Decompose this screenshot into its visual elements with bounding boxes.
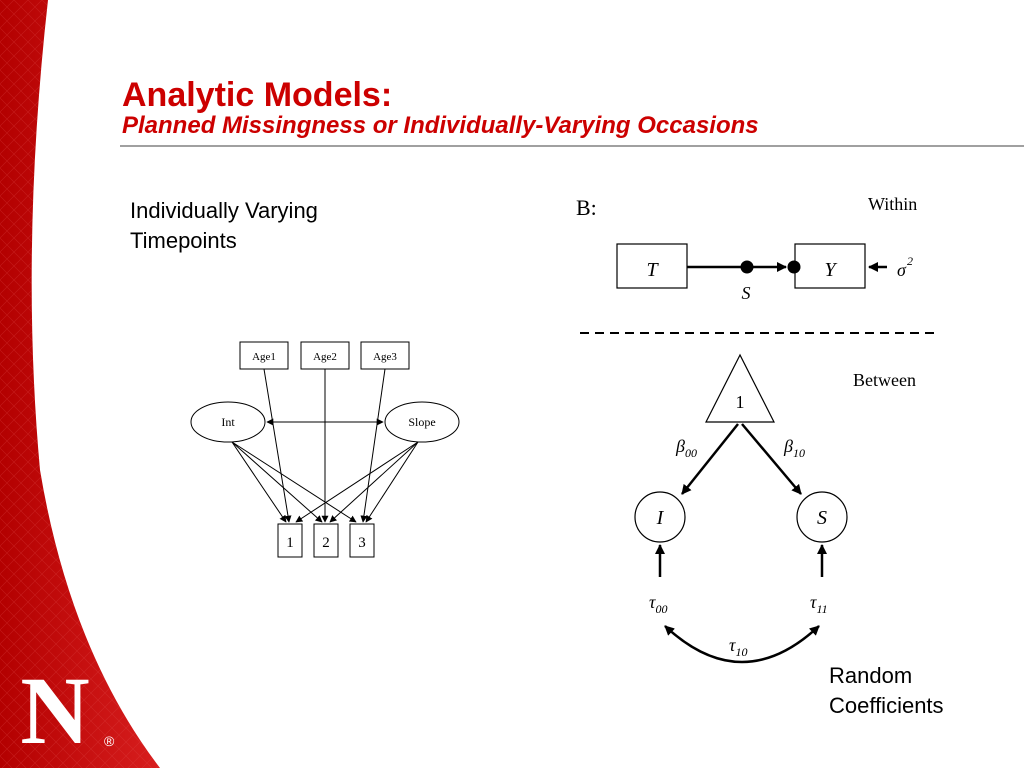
- between-label: Between: [853, 370, 916, 390]
- tau00-label: τ00: [649, 592, 667, 616]
- slope-ellipse: [384, 401, 460, 443]
- within-label: Within: [868, 194, 917, 214]
- tau10-covariance-curve: [664, 625, 820, 664]
- int-ellipse: [190, 401, 266, 443]
- panel-label-b: B:: [576, 195, 597, 220]
- university-logo-n: N: [20, 657, 89, 764]
- age2-label: Age2: [313, 351, 337, 363]
- red-band-texture: [0, 0, 160, 768]
- int-label: Int: [221, 415, 235, 429]
- observed-label-3: 3: [358, 535, 366, 551]
- slide-title: Analytic Models:: [122, 76, 393, 114]
- random-slope-dot: [740, 260, 754, 274]
- s-label: S: [817, 507, 827, 529]
- observed-label-1: 1: [286, 535, 294, 551]
- tau10-label: τ10: [729, 635, 747, 659]
- t-box: [616, 243, 688, 289]
- beta10-path: [741, 423, 802, 495]
- t-label: T: [646, 259, 659, 281]
- beta00-path: [681, 423, 739, 495]
- beta10-label: β10: [783, 436, 805, 460]
- residual-variance-symbol: σ: [897, 260, 907, 280]
- age1-label: Age1: [252, 351, 276, 363]
- age3-box: [360, 341, 410, 370]
- age2-box: [300, 341, 350, 370]
- int-loading-2: [231, 441, 323, 523]
- y-box: [794, 243, 866, 289]
- diagram-a: Age1 Age2 Age3 Int Slope 1 2 3: [190, 341, 460, 558]
- age3-label: Age3: [373, 351, 397, 363]
- slope-loading-1: [295, 441, 419, 523]
- age1-path: [263, 368, 292, 523]
- y-label: Y: [824, 259, 837, 281]
- i-label: I: [656, 507, 665, 529]
- constant-triangle: [705, 353, 775, 423]
- s-circle: [796, 491, 848, 543]
- logo-registered-mark: ®: [104, 733, 115, 749]
- slope-loading-3: [365, 441, 419, 523]
- residual-variance-superscript: 2: [907, 254, 913, 268]
- right-caption-line1: Random: [829, 663, 913, 688]
- left-text-line2: Timepoints: [130, 228, 237, 253]
- observed-box-3: [349, 523, 375, 558]
- observed-label-2: 2: [322, 535, 330, 551]
- slope-loading-2: [329, 441, 419, 523]
- i-circle: [634, 491, 686, 543]
- diagram-b: B: Within T Y S σ 2 Between 1 β00 β10: [576, 194, 940, 664]
- beta00-label: β00: [675, 436, 697, 460]
- tau11-label: τ11: [810, 592, 828, 616]
- slope-label: Slope: [408, 415, 435, 429]
- observed-box-2: [313, 523, 339, 558]
- observed-box-1: [277, 523, 303, 558]
- right-caption-line2: Coefficients: [829, 693, 944, 718]
- left-text-line1: Individually Varying: [130, 198, 318, 223]
- age3-path: [360, 368, 386, 523]
- age1-box: [239, 341, 289, 370]
- random-slope-label: S: [742, 283, 751, 303]
- title-divider: [120, 145, 1024, 147]
- random-intercept-dot: [787, 260, 801, 274]
- int-loading-3: [231, 441, 357, 523]
- constant-label: 1: [736, 392, 745, 412]
- int-loading-1: [231, 441, 287, 523]
- slide-subtitle: Planned Missingness or Individually-Vary…: [122, 112, 759, 139]
